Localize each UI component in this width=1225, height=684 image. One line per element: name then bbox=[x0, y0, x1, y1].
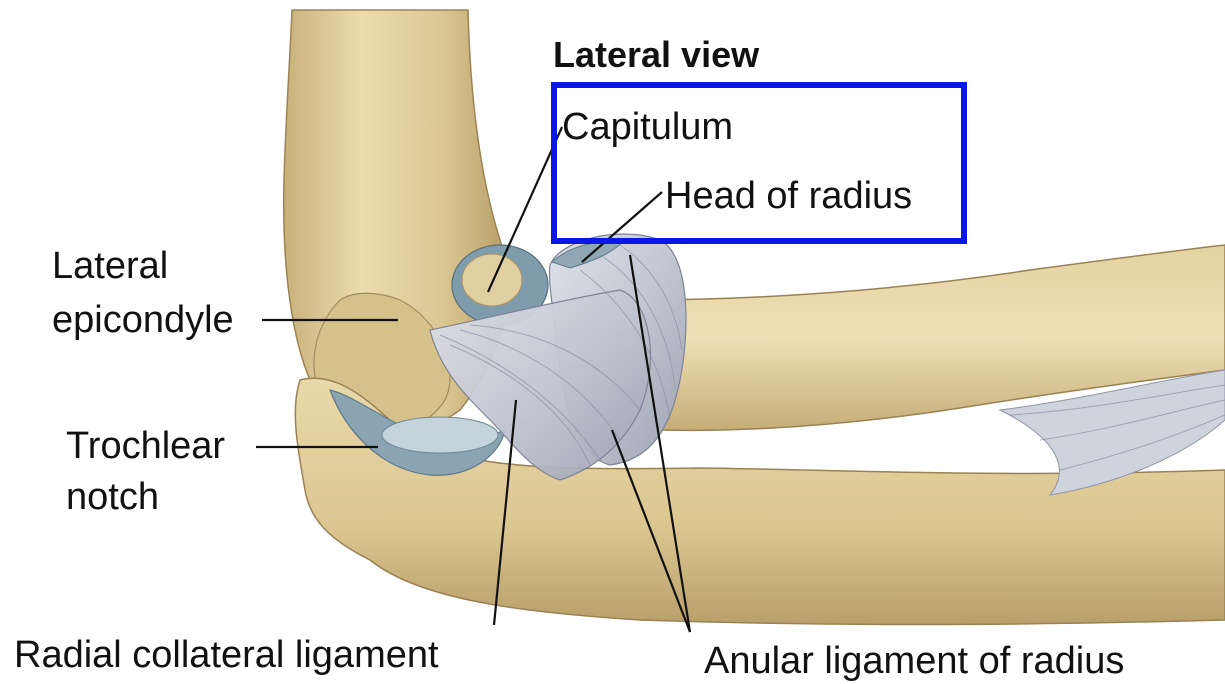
label-trochlear-notch-line2: notch bbox=[66, 474, 159, 520]
label-head-of-radius: Head of radius bbox=[665, 173, 912, 219]
label-capitulum: Capitulum bbox=[562, 104, 733, 150]
trochlea-surface bbox=[382, 417, 498, 453]
diagram-title: Lateral view bbox=[553, 33, 759, 77]
label-trochlear-notch-line1: Trochlear bbox=[66, 423, 225, 469]
label-lateral-epicondyle-line1: Lateral bbox=[52, 243, 168, 289]
label-lateral-epicondyle-line2: epicondyle bbox=[52, 297, 234, 343]
capitulum-highlight bbox=[462, 254, 522, 306]
label-anular-ligament-of-radius: Anular ligament of radius bbox=[704, 638, 1124, 684]
label-radial-collateral-ligament: Radial collateral ligament bbox=[14, 632, 439, 678]
